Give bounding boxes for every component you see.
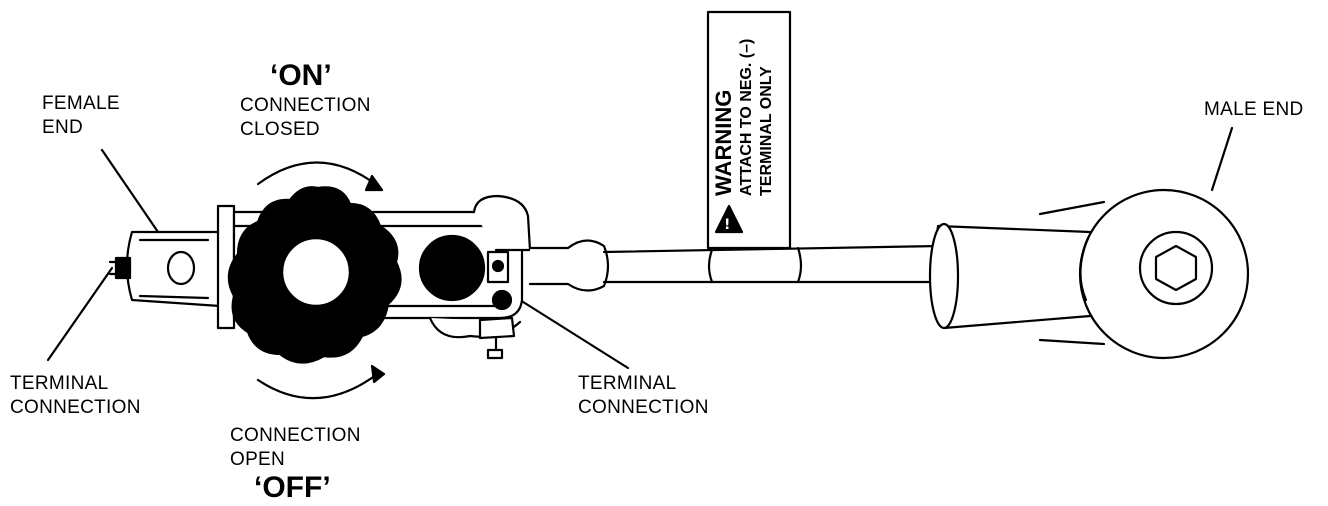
off-rotation-arrow — [256, 370, 382, 400]
male-end-fitting — [928, 188, 1250, 360]
warning-line-2: TERMINAL ONLY — [758, 66, 775, 196]
terminal-right-label-1: TERMINAL — [578, 373, 677, 394]
on-rotation-arrow — [256, 161, 380, 188]
on-desc-1: CONNECTION — [240, 95, 371, 116]
male-end-leader — [1210, 126, 1234, 192]
female-end-fitting — [108, 204, 236, 330]
warning-tag-outline — [706, 10, 792, 250]
terminal-left-label-2: CONNECTION — [10, 397, 141, 418]
off-desc-1: CONNECTION — [230, 425, 361, 446]
terminal-left-label-1: TERMINAL — [10, 373, 109, 394]
warning-line-1: ATTACH TO NEG. (–) — [738, 38, 755, 196]
female-end-leader — [100, 148, 160, 234]
warning-title: WARNING — [711, 89, 736, 196]
female-end-label-1: FEMALE — [42, 93, 120, 114]
terminal-right-leader — [518, 298, 630, 370]
knob-center — [280, 236, 352, 308]
male-end-label: MALE END — [1204, 99, 1304, 120]
terminal-left-leader — [46, 266, 114, 362]
terminal-right-label-2: CONNECTION — [578, 397, 709, 418]
warning-tag: WARNING ATTACH TO NEG. (–) TERMINAL ONLY — [708, 12, 790, 248]
warning-triangle-icon — [714, 204, 744, 234]
svg-text:!: ! — [724, 217, 730, 233]
cable — [528, 239, 942, 292]
off-desc-2: OPEN — [230, 449, 286, 470]
female-end-label-2: END — [42, 117, 84, 138]
off-title: ‘OFF’ — [254, 471, 331, 504]
on-title: ‘ON’ — [270, 59, 332, 92]
on-desc-2: CLOSED — [240, 119, 320, 140]
